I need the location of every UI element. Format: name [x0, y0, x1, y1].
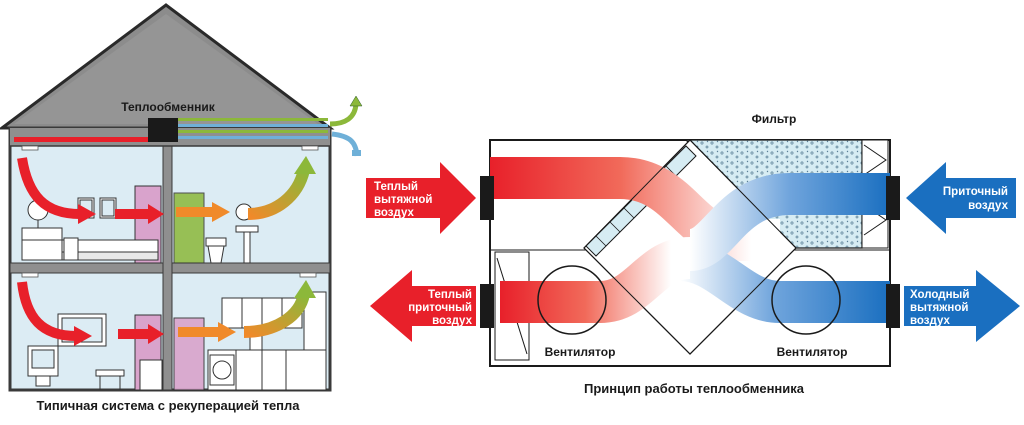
svg-text:Теплый: Теплый	[374, 181, 418, 193]
arrow-bl-line1: Теплый	[428, 289, 472, 301]
svg-text:воздух: воздух	[432, 315, 472, 327]
exchanger-caption: Принцип работы теплообменника	[584, 381, 805, 396]
svg-text:Приточный: Приточный	[943, 186, 1008, 198]
svg-text:приточный: приточный	[408, 302, 472, 314]
bathroom	[173, 192, 259, 264]
exhaust-out-arrow	[329, 103, 359, 127]
exchanger-schematic: Фильтр Вентилятор Вентилятор	[366, 112, 1020, 396]
duct-red	[14, 137, 148, 142]
arrow-warm-supply-out: Теплый приточный воздух	[370, 270, 476, 342]
arrow-tl-line2: вытяжной	[374, 194, 432, 206]
svg-text:воздух: воздух	[968, 200, 1008, 212]
fan-left-label: Вентилятор	[545, 345, 616, 359]
exhaust-airflow-kitchen	[243, 292, 310, 338]
fan-right-label: Вентилятор	[777, 345, 848, 359]
warm-airflow-top-left	[17, 157, 81, 219]
arrow-br-line1: Холодный	[910, 289, 969, 301]
svg-text:вытяжной: вытяжной	[374, 194, 432, 206]
arrow-warm-exhaust-in: Теплый вытяжной воздух	[366, 162, 476, 234]
arrow-bl-line2: приточный	[408, 302, 472, 314]
arrow-bl-line3: воздух	[432, 315, 472, 327]
heat-exchanger-box	[148, 118, 178, 142]
filter-label: Фильтр	[752, 112, 797, 126]
exhaust-airflow-bathroom	[247, 168, 310, 220]
arrow-tr-line1: Приточный	[943, 186, 1008, 198]
house-illustration: Теплообменник	[0, 3, 363, 413]
house-caption: Типичная система с рекуперацией тепла	[36, 398, 300, 413]
arrow-br-line3: воздух	[910, 315, 950, 327]
arrow-tl-line1: Теплый	[374, 181, 418, 193]
fan-left	[537, 265, 607, 335]
warm-airflow-bottom-left	[17, 281, 77, 341]
svg-text:воздух: воздух	[374, 207, 414, 219]
arrow-br-line2: вытяжной	[910, 302, 968, 314]
arrow-cold-exhaust-out: Холодный вытяжной воздух	[904, 270, 1020, 342]
arrow-fresh-supply-in: Приточный воздух	[906, 162, 1016, 234]
svg-text:Холодный: Холодный	[910, 289, 969, 301]
fan-right	[771, 265, 841, 335]
flow-fresh-supply	[687, 173, 890, 271]
arrow-tr-line2: воздух	[968, 200, 1008, 212]
svg-text:Теплый: Теплый	[428, 289, 472, 301]
arrow-tl-line3: воздух	[374, 207, 414, 219]
svg-text:воздух: воздух	[910, 315, 950, 327]
heat-exchanger-label: Теплообменник	[121, 100, 215, 114]
svg-text:вытяжной: вытяжной	[910, 302, 968, 314]
